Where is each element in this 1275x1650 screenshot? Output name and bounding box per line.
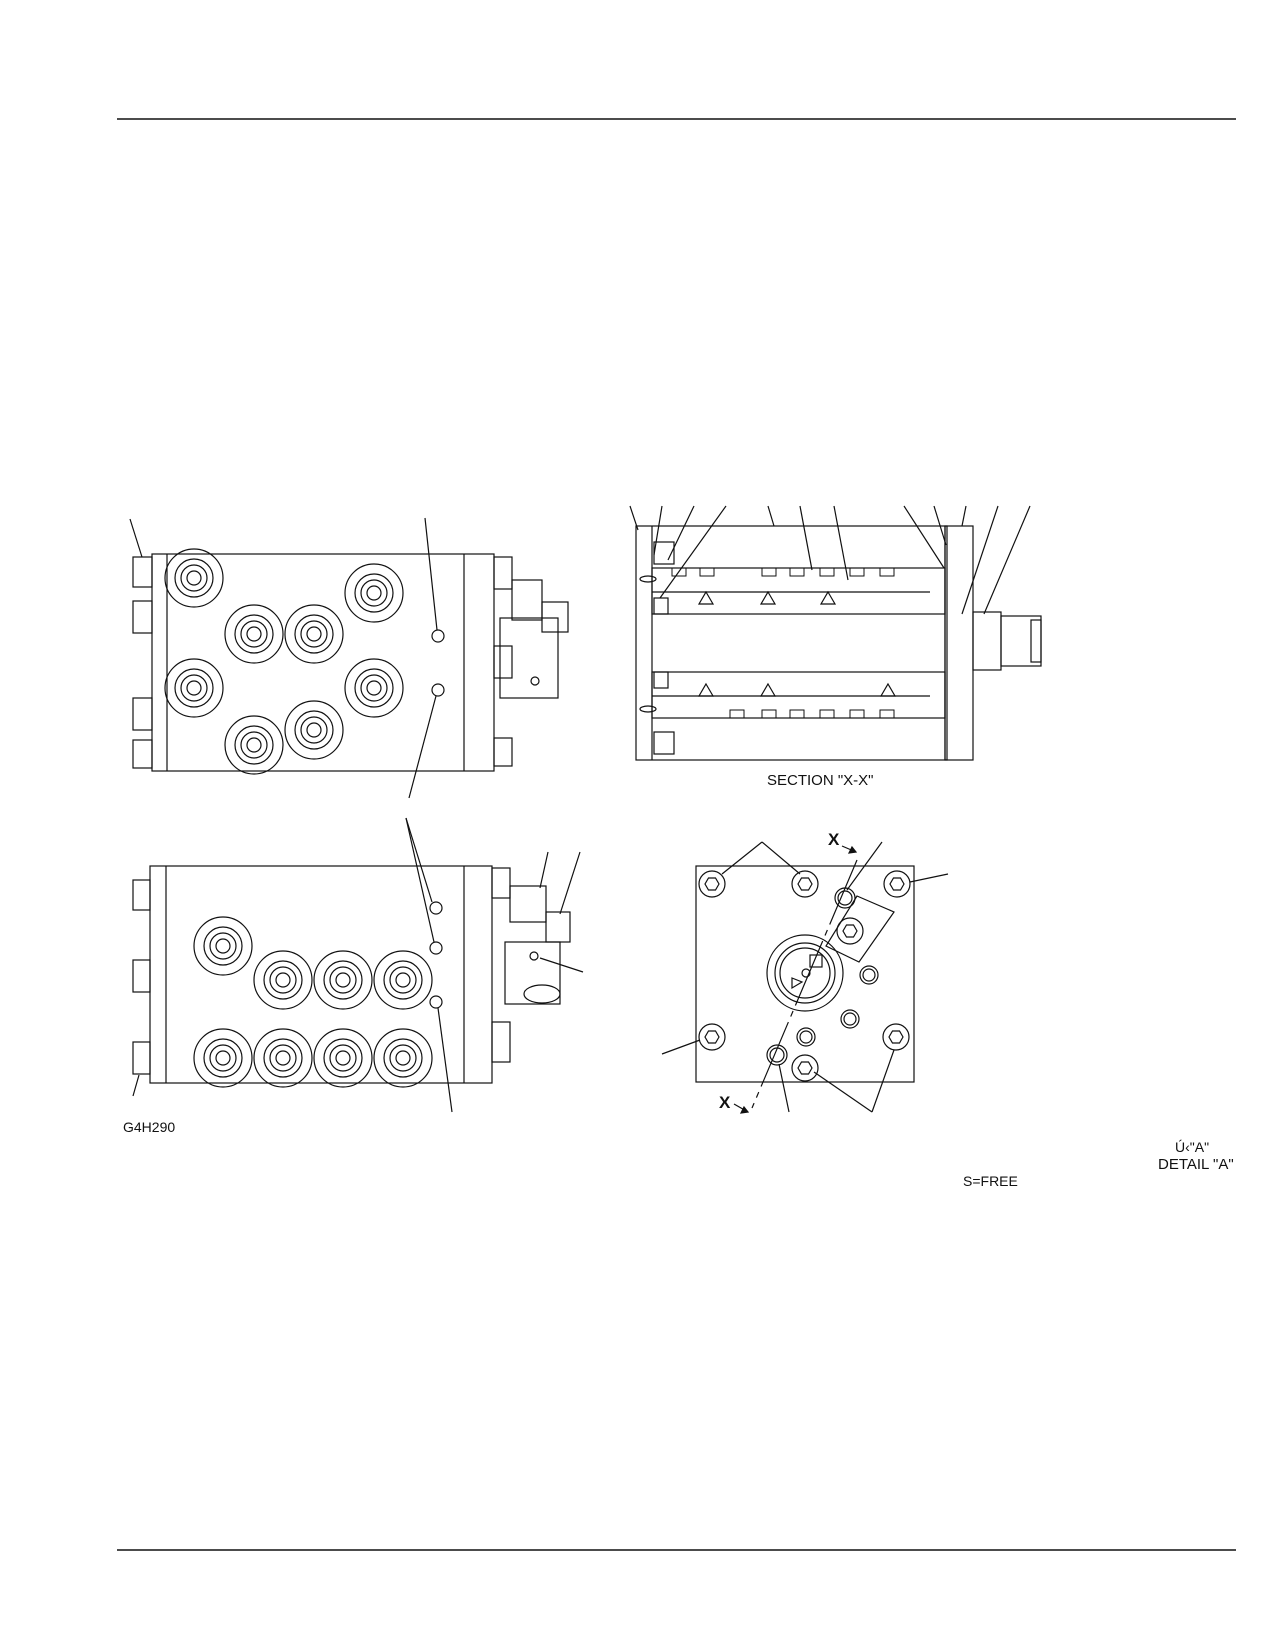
section-view <box>629 505 1042 761</box>
port <box>164 548 404 775</box>
figure-code: G4H290 <box>123 1119 176 1135</box>
detail-title-native: Ú‹"A" <box>1175 1139 1210 1155</box>
cut-marker-top: X <box>828 830 840 849</box>
torque-note: S=FREE <box>963 1173 1018 1189</box>
cut-marker-bottom: X <box>719 1093 731 1112</box>
port <box>193 916 433 1088</box>
top-view <box>129 517 569 799</box>
detail-title: DETAIL "A" <box>1158 1156 1234 1173</box>
detail-view <box>661 841 949 1114</box>
front-view <box>132 817 584 1113</box>
section-title: SECTION "X-X" <box>767 772 874 789</box>
bolt <box>698 870 911 1082</box>
